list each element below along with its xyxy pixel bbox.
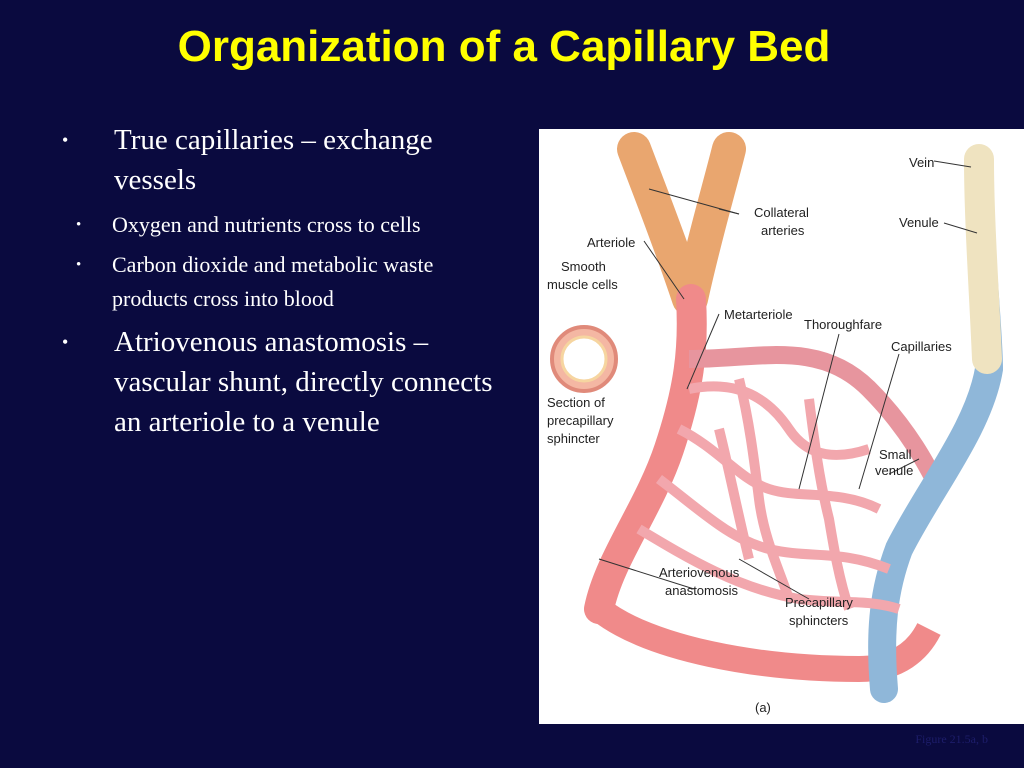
bullet-dot: •: [76, 217, 82, 233]
capillary-segment: [714, 427, 754, 561]
label-capillaries: Capillaries: [891, 339, 952, 354]
sub-bullet-carbon-dioxide: • Carbon dioxide and metabolic waste pro…: [62, 248, 502, 316]
bullet-text: Atriovenous anastomosis – vascular shunt…: [114, 326, 493, 438]
label-small-venule-2: venule: [875, 463, 913, 478]
capillary-segment: [676, 424, 882, 514]
slide-title: Organization of a Capillary Bed: [177, 22, 831, 71]
bullet-dot: •: [62, 130, 69, 150]
metarteriole-path: [688, 346, 948, 494]
capillary-segment: [734, 377, 794, 601]
collateral-artery-right: [674, 132, 746, 316]
bullet-dot: •: [62, 332, 69, 352]
label-collateral-arteries-1: Collateral: [754, 205, 809, 220]
label-section-2: precapillary: [547, 413, 614, 428]
leader-line: [598, 558, 695, 590]
bullet-text: True capillaries – exchange vessels: [114, 124, 433, 196]
leader-line: [798, 333, 840, 490]
leader-line: [738, 558, 810, 600]
leader-line: [686, 313, 720, 390]
label-small-venule-1: Small: [879, 447, 912, 462]
precapillary-sphincter-lumen: [560, 335, 608, 383]
label-metarteriole: Metarteriole: [724, 307, 793, 322]
figure-caption: Figure 21.5a, b: [915, 732, 988, 746]
leader-line: [718, 208, 740, 215]
label-smooth-muscle-1: Smooth: [561, 259, 606, 274]
label-av-anastomosis-1: Arteriovenous: [659, 565, 740, 580]
label-arteriole: Arteriole: [587, 235, 635, 250]
label-thoroughfare: Thoroughfare: [804, 317, 882, 332]
label-precapillary-sphincters-2: sphincters: [789, 613, 849, 628]
leader-line: [933, 160, 972, 168]
bullet-av-anastomosis: • Atriovenous anastomosis – vascular shu…: [62, 322, 502, 442]
vein-top: [964, 144, 1002, 374]
label-smooth-muscle-2: muscle cells: [547, 277, 618, 292]
capillary-segment: [804, 398, 854, 611]
label-precapillary-sphincters-1: Precapillary: [785, 595, 853, 610]
label-av-anastomosis-2: anastomosis: [665, 583, 738, 598]
sub-bullet-text: Carbon dioxide and metabolic waste produ…: [112, 252, 434, 311]
sub-bullet-text: Oxygen and nutrients cross to cells: [112, 212, 421, 237]
label-collateral-arteries-2: arteries: [761, 223, 805, 238]
capillary-bed-illustration: Vein Collateral arteries Venule Arteriol…: [547, 132, 1004, 715]
label-vein: Vein: [909, 155, 934, 170]
leader-line: [643, 240, 685, 300]
capillary-segment: [688, 381, 871, 460]
leader-line: [888, 458, 920, 475]
label-section-3: sphincter: [547, 431, 600, 446]
leader-line: [943, 222, 978, 234]
label-venule: Venule: [899, 215, 939, 230]
label-panel: (a): [755, 700, 771, 715]
leader-line: [858, 353, 900, 490]
av-anastomosis-path: [590, 598, 941, 683]
capillary-bed-figure: Vein Collateral arteries Venule Arteriol…: [539, 129, 1024, 724]
bullet-dot: •: [76, 257, 82, 273]
bullet-list: • True capillaries – exchange vessels • …: [62, 120, 502, 450]
label-section-1: Section of: [547, 395, 605, 410]
sub-bullet-oxygen: • Oxygen and nutrients cross to cells: [62, 208, 502, 242]
bullet-true-capillaries: • True capillaries – exchange vessels: [62, 120, 502, 200]
leader-lines: [598, 160, 978, 600]
